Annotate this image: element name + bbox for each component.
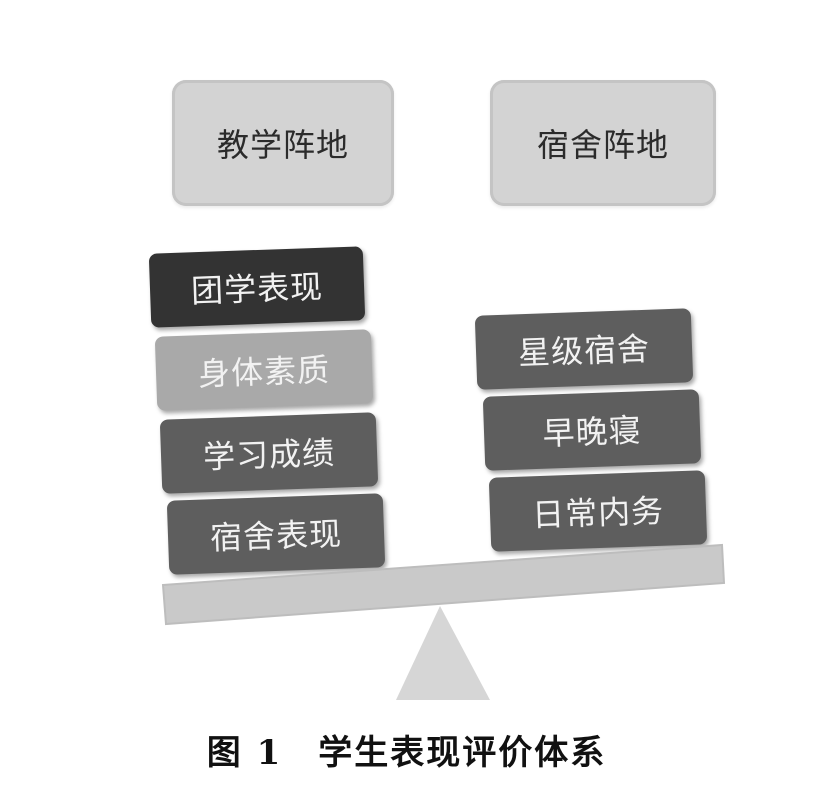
figure-caption: 图 1 学生表现评价体系 [0,725,813,774]
figure-title: 学生表现评价体系 [318,733,607,773]
seesaw-beam [161,543,726,626]
header-dorm-label: 宿舍阵地 [536,126,669,164]
header-dorm-box: 宿舍阵地 [490,80,716,206]
fulcrum-triangle [396,606,490,700]
seesaw-graphic [161,543,726,700]
figure-number: 图 1 [206,733,283,773]
header-teaching-box: 教学阵地 [172,80,394,206]
header-teaching-label: 教学阵地 [216,126,349,164]
